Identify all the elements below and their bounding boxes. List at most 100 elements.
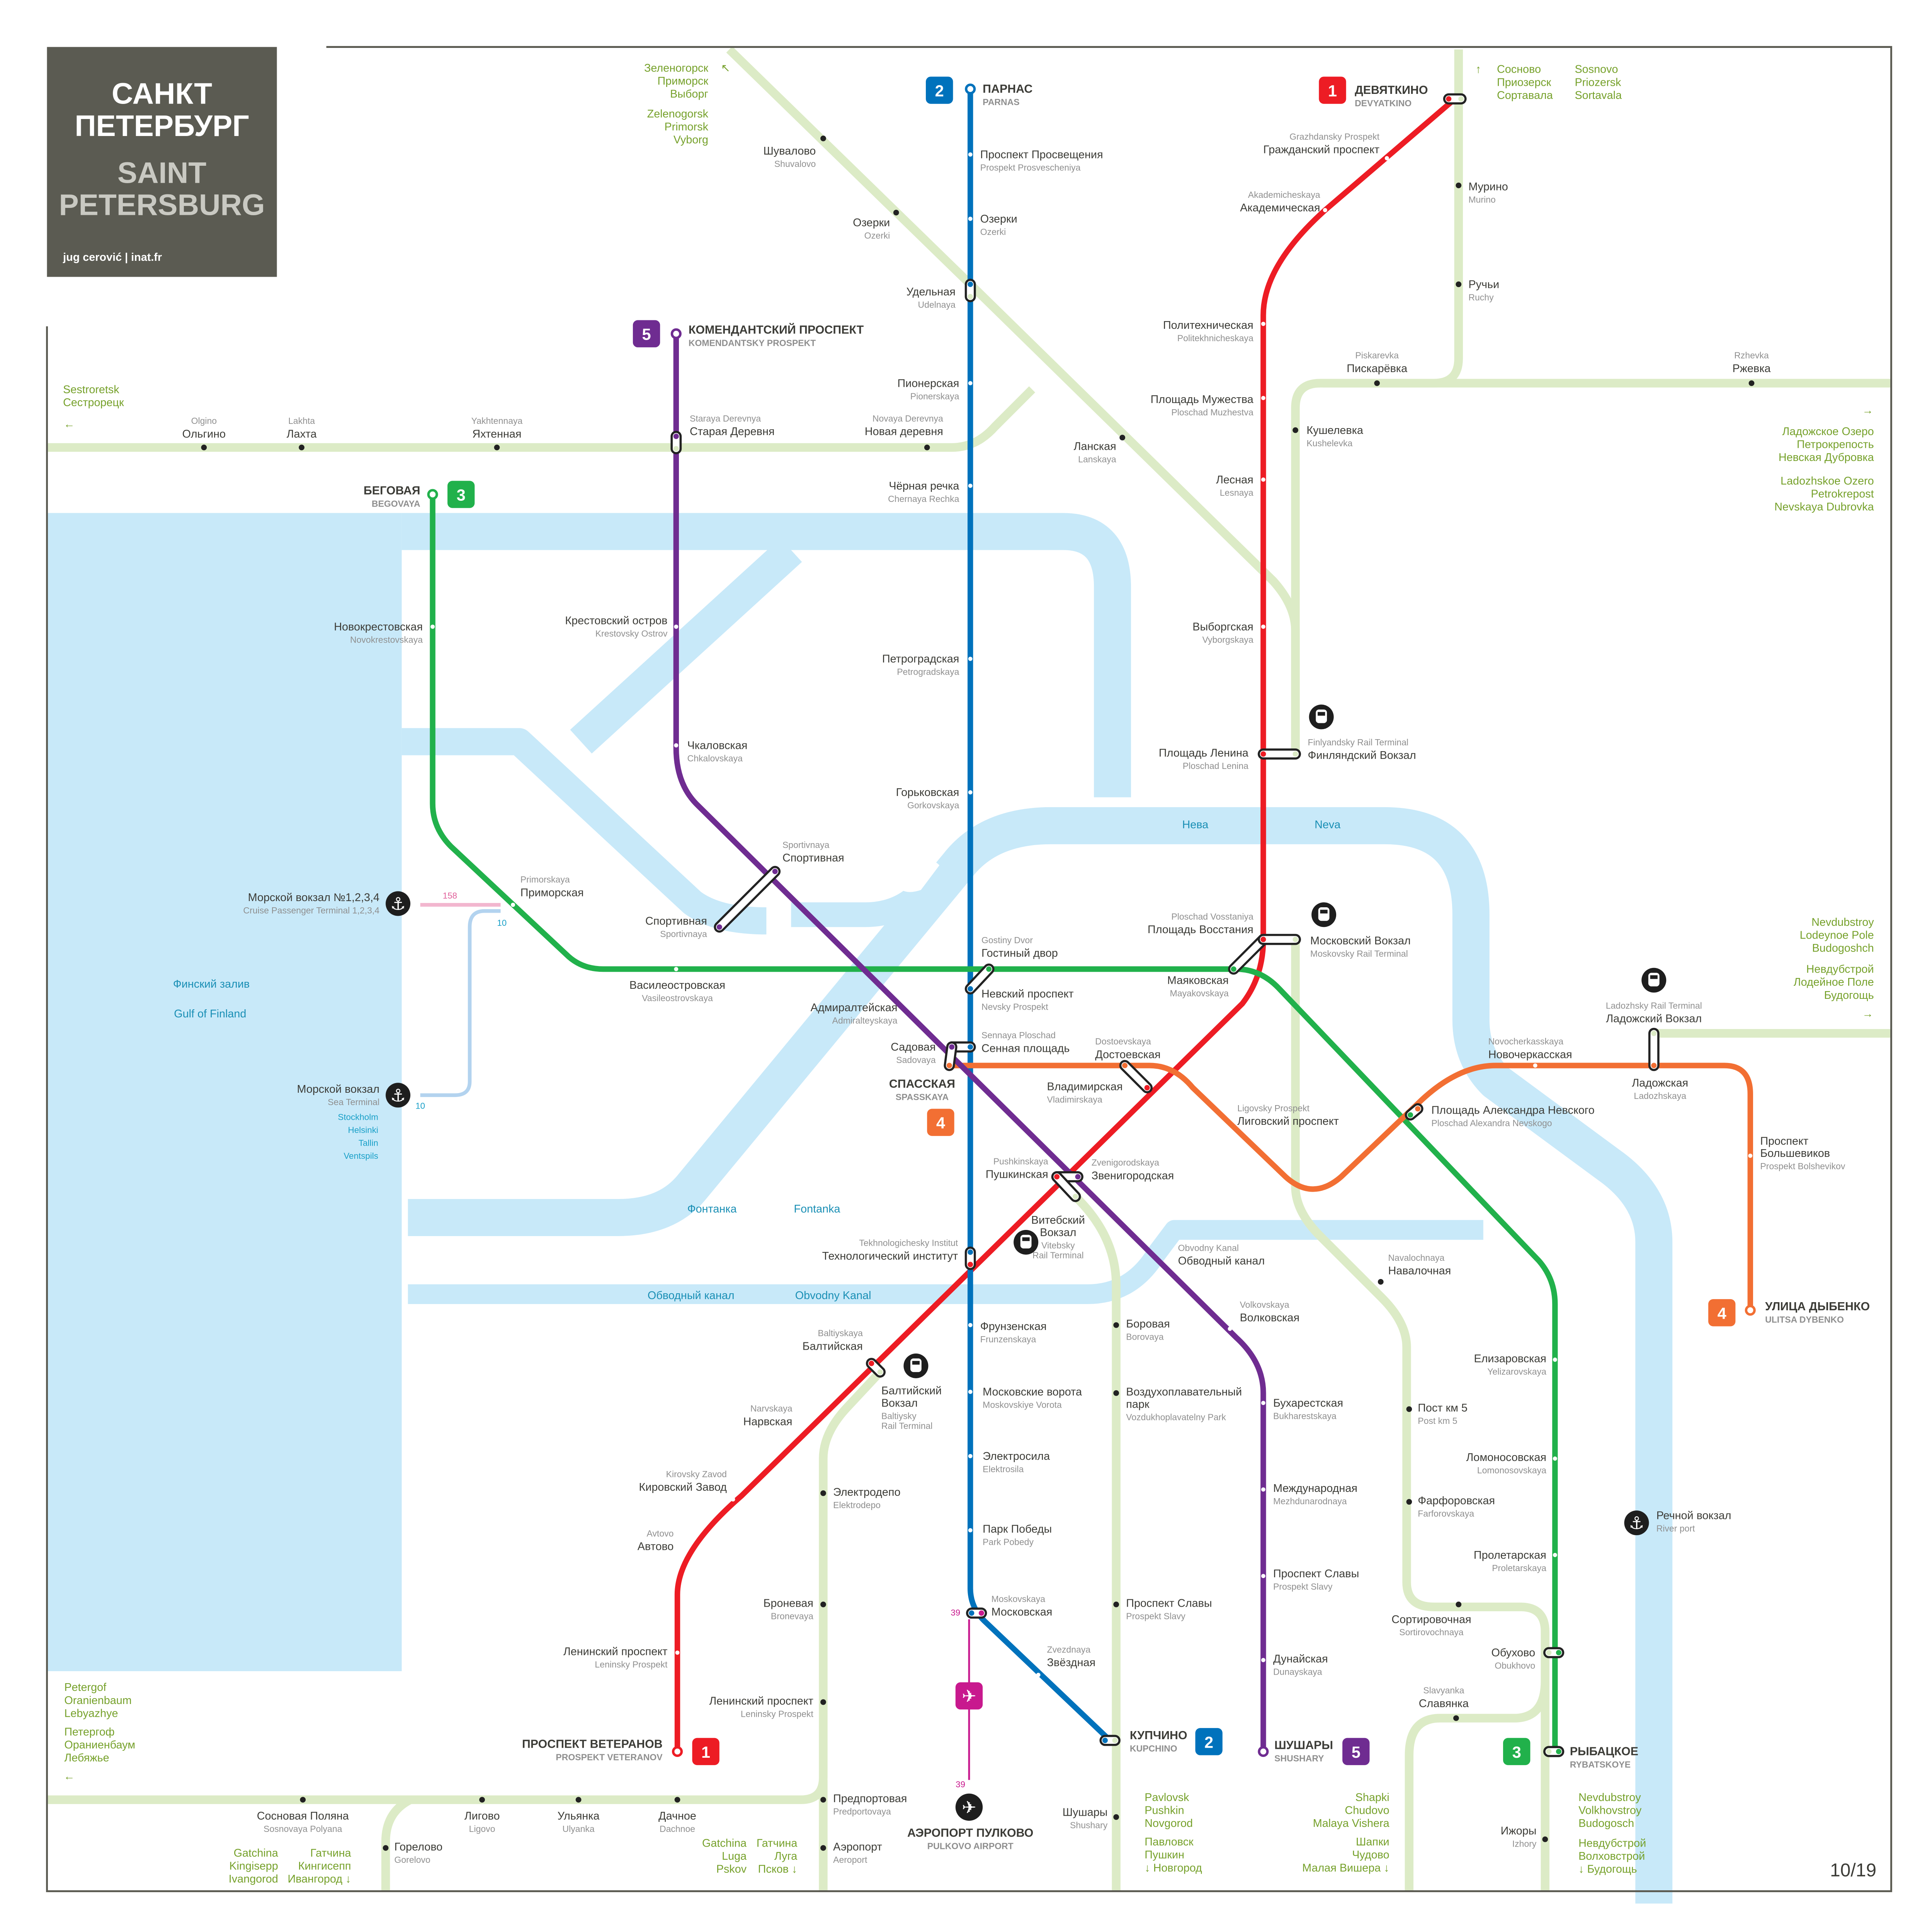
station-dot — [968, 216, 973, 221]
station-dot — [1170, 1265, 1174, 1269]
train-icon-body — [1318, 907, 1330, 921]
station-name-ru: Лахта — [287, 428, 317, 440]
station-name-en: Zvenigorodskaya — [1092, 1158, 1159, 1168]
station-name-ru: Горелово — [394, 1841, 442, 1853]
station-name-ru: Шушары — [1063, 1806, 1108, 1818]
station-dot — [1113, 1322, 1119, 1328]
station-name-ru: Академическая — [1240, 202, 1320, 214]
station-name-en: Novocherkasskaya — [1488, 1036, 1564, 1046]
station-name-ru: Пушкинская — [986, 1168, 1048, 1181]
station-name-en: Admiralteyskaya — [832, 1015, 898, 1026]
station-dot — [1113, 1601, 1119, 1607]
station-dot — [731, 1497, 735, 1502]
station-dot — [968, 1528, 973, 1532]
station-name-en: Sadovaya — [896, 1055, 936, 1065]
station-name-ru: Владимирская — [1047, 1080, 1123, 1093]
station-name-ru: Обухово — [1491, 1647, 1535, 1659]
station-name-ru: УЛИЦА ДЫБЕНКО — [1765, 1300, 1870, 1313]
line-1-badge — [1319, 77, 1346, 104]
station-name-en: BEGOVAYA — [372, 499, 420, 509]
interchange-marker — [1260, 751, 1266, 757]
interchange-marker — [673, 446, 679, 452]
interchange-marker — [1651, 1063, 1657, 1068]
station-name-ru: Ульянка — [558, 1810, 600, 1822]
anchor-icon — [386, 1083, 411, 1108]
station-name-ru: Чёрная речка — [889, 480, 959, 492]
station-name-en: Chernaya Rechka — [888, 494, 959, 504]
station-name-en: Dunayskaya — [1273, 1667, 1322, 1677]
station-name-ru: Электросила — [983, 1450, 1050, 1463]
line-badge-number: 3 — [457, 486, 466, 504]
station-name-en: Vozdukhoplavatelny Park — [1126, 1412, 1226, 1422]
station-name-ru: Московская — [992, 1606, 1053, 1618]
direction-arrow-icon: → — [1862, 1008, 1873, 1020]
station-dot — [300, 1797, 306, 1803]
line-4-badge — [1708, 1299, 1736, 1327]
station-name-en: Nevsky Prospekt — [981, 1002, 1048, 1012]
station-name-en: Avtovo — [646, 1528, 673, 1538]
station-dot — [1456, 281, 1462, 287]
station-dot — [820, 1601, 826, 1607]
station-dot — [1406, 1406, 1412, 1412]
transfer-connector-inner — [1121, 1062, 1151, 1091]
station-name-en: Chkalovskaya — [687, 753, 743, 764]
interchange-marker — [673, 434, 679, 439]
transfer-connector-inner — [716, 868, 779, 931]
line-badge-number: 5 — [1352, 1743, 1361, 1761]
interchange-marker — [968, 986, 973, 992]
direction-arrow-icon: ↖ — [721, 62, 730, 75]
line-badge-number: 4 — [936, 1114, 945, 1132]
station-name-en: Izhory — [1512, 1838, 1537, 1849]
station-name-en: Borovaya — [1126, 1332, 1163, 1342]
interchange-marker — [1556, 1650, 1561, 1656]
station-name-ru: Ижоры — [1501, 1825, 1537, 1837]
train-icon-window — [1650, 975, 1658, 979]
station-name-ru: Кушелевка — [1306, 424, 1363, 437]
station-name-ru: Площадь Мужества — [1151, 393, 1253, 406]
station-name-en: Bukharestskaya — [1273, 1411, 1337, 1421]
station-name-en: Lesnaya — [1220, 488, 1253, 498]
station-name-ru: Славянка — [1419, 1697, 1469, 1710]
line-2-badge — [1195, 1728, 1223, 1755]
train-icon-body — [1020, 1235, 1032, 1248]
station-name-en: Dostoevskaya — [1095, 1036, 1151, 1046]
station-name-ru: Ржевка — [1732, 362, 1770, 375]
station-name-en: Pushkinskaya — [993, 1156, 1048, 1166]
station-name-en: Volkovskaya — [1240, 1300, 1289, 1310]
station-name-en: KUPCHINO — [1130, 1743, 1177, 1753]
station-name-ru: Яхтенная — [472, 428, 521, 440]
interchange-marker — [877, 1369, 883, 1375]
interchange-marker — [946, 1063, 952, 1068]
interchange-marker — [1260, 937, 1266, 942]
interchange-marker — [1293, 937, 1298, 942]
station-dot — [674, 967, 679, 971]
station-name-en: Ruchy — [1468, 292, 1494, 302]
kronverk-island — [896, 859, 940, 892]
station-name-en: Lakhta — [288, 416, 315, 426]
station-name-ru: Морской вокзал №1,2,3,4 — [248, 891, 379, 904]
station-name-ru: Политехническая — [1163, 319, 1253, 332]
train-icon-window — [912, 1361, 920, 1365]
icon-glyph: ⚓ — [390, 894, 406, 913]
station-name-ru: Дачное — [658, 1810, 696, 1822]
